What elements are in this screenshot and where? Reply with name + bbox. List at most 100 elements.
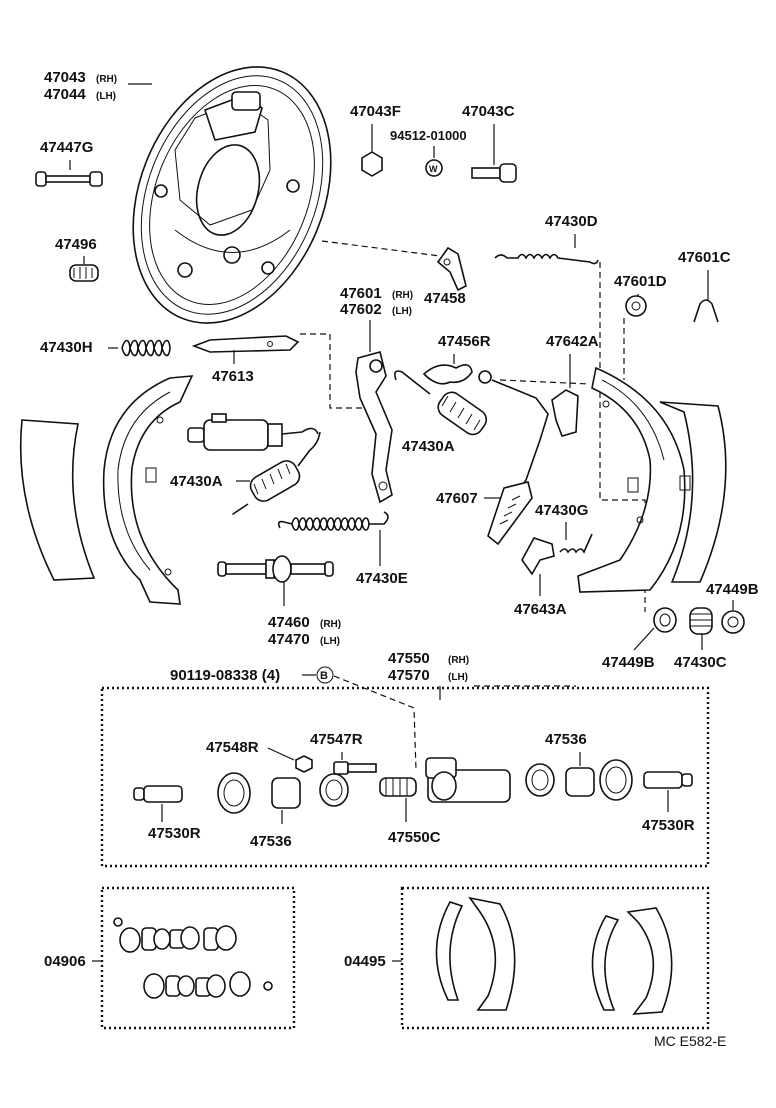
strut-47613-drawing <box>191 335 300 353</box>
pin-47449B-drawing <box>721 610 745 634</box>
spring-47430A-lower-drawing <box>232 431 321 515</box>
cylinder-kit-box <box>100 886 296 1030</box>
label-47449B-cup: 47449B <box>602 654 655 671</box>
label-47643A: 47643A <box>514 601 567 618</box>
label-47550-rh: (RH) <box>448 655 469 666</box>
nut-47548R-drawing <box>295 755 313 773</box>
brake-shoe-left-drawing <box>19 375 194 605</box>
wheel-cylinder-kit-box <box>100 686 710 868</box>
adjuster-47460-drawing <box>217 555 334 583</box>
label-47602: 47602 <box>340 301 382 318</box>
label-47550: 47550 <box>388 650 430 667</box>
cup-right-drawing <box>525 763 555 797</box>
nut-47043F-drawing <box>361 151 383 177</box>
label-47044: 47044 <box>44 86 86 103</box>
label-47447G: 47447G <box>40 139 93 156</box>
spring-47430H-drawing <box>121 339 171 357</box>
label-47460: 47460 <box>268 614 310 631</box>
label-47530R-left: 47530R <box>148 825 201 842</box>
label-lh: (LH) <box>96 91 116 102</box>
clip-47601C-drawing <box>693 299 719 323</box>
brake-shoe-right-drawing <box>577 366 727 593</box>
guide-line-2 <box>599 262 646 612</box>
label-47430C: 47430C <box>674 654 727 671</box>
label-47043: 47043 <box>44 69 86 86</box>
label-47430E: 47430E <box>356 570 408 587</box>
spring-47430C-drawing <box>689 607 713 635</box>
cup-left-drawing <box>217 772 251 814</box>
label-47430D: 47430D <box>545 213 598 230</box>
cup-mid-drawing <box>319 773 349 807</box>
guide-line-b <box>333 675 417 771</box>
label-47430G: 47430G <box>535 502 588 519</box>
figure-code: MC E582-E <box>654 1033 726 1049</box>
label-47570: 47570 <box>388 667 430 684</box>
boot-right-drawing <box>599 759 633 801</box>
label-90119: 90119-08338 (4) <box>170 667 280 684</box>
label-04906: 04906 <box>44 953 86 970</box>
label-47550C: 47550C <box>388 829 441 846</box>
b-mark-letter: B <box>320 670 328 682</box>
label-04495: 04495 <box>344 953 386 970</box>
piston-boot-left-drawing <box>133 785 183 803</box>
cup-47601D-drawing <box>625 295 647 317</box>
piston-right-drawing <box>565 767 595 797</box>
label-47613: 47613 <box>212 368 254 385</box>
piston-left-drawing <box>271 777 301 809</box>
label-47430A-upper: 47430A <box>402 438 455 455</box>
spring-47550C-drawing <box>379 777 417 797</box>
label-47496: 47496 <box>55 236 97 253</box>
label-47470: 47470 <box>268 631 310 648</box>
wheel-cylinder-small-drawing <box>187 413 319 451</box>
label-47430H: 47430H <box>40 339 93 356</box>
spring-47430E-drawing <box>277 511 389 531</box>
cable-47607-drawing <box>487 379 549 546</box>
washer-w-mark: W <box>429 164 438 174</box>
piston-boot-right-drawing <box>643 771 693 789</box>
lever-47601-drawing <box>355 351 393 504</box>
lever-47458-drawing <box>436 246 467 292</box>
wheel-cylinder-body-drawing <box>425 757 511 803</box>
label-rh: (RH) <box>96 74 117 85</box>
label-47642A: 47642A <box>546 333 599 350</box>
spring-47430G-drawing <box>559 533 593 554</box>
label-47548R: 47548R <box>206 739 259 756</box>
spring-47430D-drawing <box>494 253 599 265</box>
washer-94512-drawing <box>425 159 443 177</box>
bleeder-47547R-drawing <box>333 761 377 775</box>
label-47458: 47458 <box>424 290 466 307</box>
label-47470-lh: (LH) <box>320 636 340 647</box>
label-47430A-lower: 47430A <box>170 473 223 490</box>
leader-47449B-cup <box>633 627 655 651</box>
label-47449B-pin: 47449B <box>706 581 759 598</box>
spring-47430A-upper-drawing <box>394 370 488 436</box>
adjuster-47642A-drawing <box>551 389 579 437</box>
label-47601-rh: (RH) <box>392 290 413 301</box>
cup-47449B-drawing <box>653 607 677 633</box>
plug-47496-drawing <box>69 264 99 282</box>
label-47536-top: 47536 <box>545 731 587 748</box>
label-47607: 47607 <box>436 490 478 507</box>
pin-47456R-drawing <box>422 364 473 385</box>
label-47601D: 47601D <box>614 273 667 290</box>
guide-line-5 <box>300 333 368 409</box>
lever-47643A-drawing <box>521 537 555 576</box>
label-47460-rh: (RH) <box>320 619 341 630</box>
label-47536-bottom: 47536 <box>250 833 292 850</box>
bolt-47447G-drawing <box>35 171 103 187</box>
brake-shoe-kit-box <box>400 886 710 1030</box>
bolt-47043C-drawing <box>471 163 517 183</box>
label-47456R: 47456R <box>438 333 491 350</box>
guide-line-4 <box>499 379 591 385</box>
label-94512: 94512-01000 <box>390 128 467 143</box>
label-47602-lh: (LH) <box>392 306 412 317</box>
label-47570-lh: (LH) <box>448 672 468 683</box>
backing-plate-drawing <box>132 66 332 324</box>
washer-47456R-drawing <box>478 370 492 384</box>
guide-line-1 <box>321 240 441 257</box>
label-47530R-right: 47530R <box>642 817 695 834</box>
brake-shoe-kit-drawing <box>435 896 673 1015</box>
cylinder-kit-parts-drawing <box>113 917 273 999</box>
label-47601C: 47601C <box>678 249 731 266</box>
leader-47548R <box>267 747 295 761</box>
